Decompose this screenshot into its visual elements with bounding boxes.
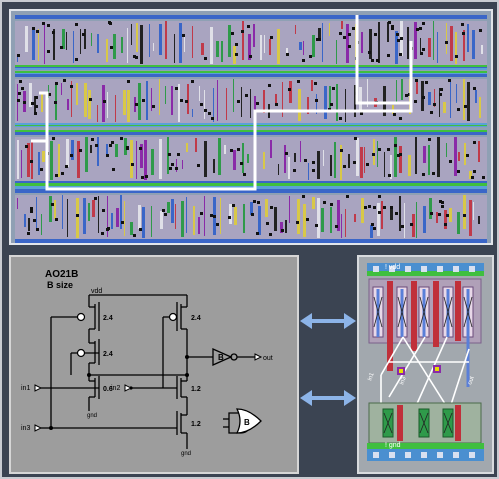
layout-in1-label: in1 (367, 371, 376, 381)
layout-gnd-label: ! gnd (385, 442, 401, 449)
in1-pin-label: in1 (21, 385, 30, 392)
cell-layout-panel: ! vdd ! gnd in1 in3 out (357, 255, 494, 474)
out-pin-label: out (263, 355, 273, 362)
inverter-label: B (218, 353, 224, 362)
vdd-pin-label: vdd (91, 288, 102, 295)
arrow-bottom-icon (300, 390, 356, 406)
size-label-p3: 2.4 (191, 315, 201, 322)
size-label-p2: 2.4 (103, 351, 113, 358)
cell-layout-canvas: ! vdd ! gnd in1 in3 out (367, 263, 484, 461)
equivalence-arrows (300, 313, 356, 406)
in2-pin-label: in2 (111, 385, 120, 392)
cell-size: B size (47, 280, 73, 290)
gnd-pin-label-2: gnd (181, 451, 191, 457)
chip-layout-canvas (11, 11, 491, 243)
layout-out-label: out (467, 375, 476, 385)
layout-vdd-label: ! vdd (385, 264, 400, 271)
arrow-top-icon (300, 313, 356, 329)
chip-layout-panel (9, 9, 493, 245)
gate-label: B (244, 418, 250, 427)
layout-in3-label: in3 (399, 375, 408, 385)
in3-pin-label: in3 (21, 425, 30, 432)
size-label-p1: 2.4 (103, 315, 113, 322)
size-label-n3: 1.2 (191, 421, 201, 428)
schematic-panel: AO21B B size vdd 2.4 2.4 2.4 0.6 1.2 1.2… (9, 255, 299, 474)
schematic-canvas: AO21B B size vdd 2.4 2.4 2.4 0.6 1.2 1.2… (21, 269, 273, 457)
cell-name: AO21B (45, 269, 78, 280)
gnd-pin-label-1: gnd (87, 413, 97, 419)
size-label-n1: 0.6 (103, 386, 113, 393)
size-label-n2: 1.2 (191, 386, 201, 393)
